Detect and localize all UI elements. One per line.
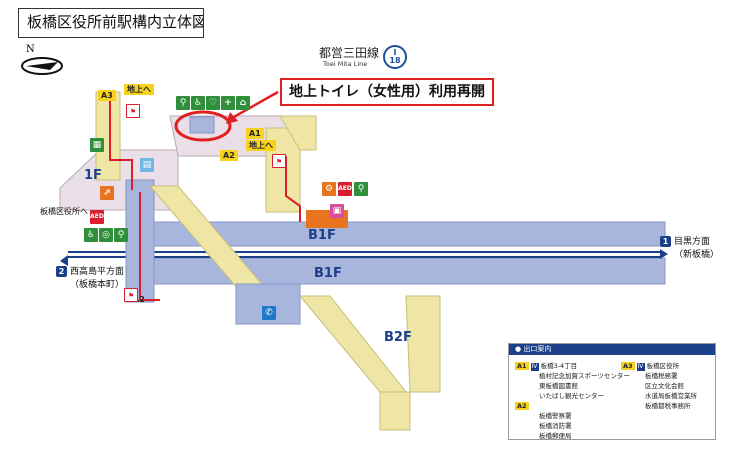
- exit-a1-to-ground: 地上へ: [246, 140, 276, 151]
- direction-meguro-label: 目黒方面: [674, 237, 711, 247]
- toilet-icon-b1: ⚲: [354, 182, 368, 196]
- compass: N: [20, 44, 64, 78]
- b2f-upper-stairs: [405, 295, 441, 393]
- aed-icon-b1: AED: [338, 182, 352, 196]
- ostomy-icon: +: [221, 96, 235, 110]
- phone-icon: ✆: [262, 306, 276, 320]
- accessible-route-a1: [285, 156, 301, 222]
- ward-office-direction: 板橋区役所へ: [40, 207, 88, 216]
- legend-header: ● 出口案内: [509, 344, 715, 355]
- a3-stairs: [95, 91, 121, 181]
- north-label: N: [26, 44, 35, 55]
- station-number: 18: [389, 56, 401, 65]
- legend-a3-num: Ⅳ: [636, 363, 645, 371]
- direction-shin-itabashi: （新板橋）: [674, 250, 720, 260]
- exit-a3-label: A3: [98, 90, 116, 101]
- arrow-right: [660, 249, 668, 259]
- direction-number-2: 2: [56, 266, 67, 277]
- legend-a3-item-2: 区立文化会館: [645, 382, 684, 390]
- line-letter: I: [393, 48, 397, 57]
- ticket-icon: ▣: [330, 204, 344, 218]
- legend-a2-item-0: 板橋警察署: [539, 412, 572, 420]
- arrow-left: [60, 255, 68, 266]
- elevator-icon-left: ▤: [140, 158, 154, 172]
- legend-a1-item-3: いたばし観光センター: [539, 392, 604, 400]
- wheelchair-icon-b1: ♿: [84, 228, 98, 242]
- exit-a2-label-lower: A2: [133, 295, 145, 304]
- legend-a3-item-0: 板橋区役所: [646, 362, 680, 370]
- exit-icon: ▦: [90, 138, 104, 152]
- legend-a3-item-1: 板橋税務署: [645, 372, 678, 380]
- legend-a1-num: Ⅳ: [530, 363, 539, 371]
- line-name: 都営三田線: [319, 46, 380, 60]
- accessible-route-a3: [109, 98, 133, 190]
- legend-a2-item-2: 板橋郵便局: [539, 432, 572, 440]
- page-title: 板橋区役所前駅構内立体図: [18, 8, 204, 38]
- stroller-icon: ◎: [99, 228, 113, 242]
- exit-a2-label-upper: A2: [220, 150, 238, 161]
- notice-pointer: [231, 90, 279, 120]
- notice-pointer-head: [226, 112, 238, 124]
- toilet-highlight-circle: [174, 110, 232, 142]
- legend-a2-tag: A2: [515, 402, 529, 410]
- exit-a3-to-ground: 地上へ: [124, 84, 154, 95]
- line-number-badge: I 18: [383, 45, 407, 69]
- compass-icon: [21, 57, 63, 75]
- legend-a1-tag: A1: [515, 362, 529, 370]
- exit-a1-label: A1: [246, 128, 264, 139]
- direction-number-1: 1: [660, 236, 671, 247]
- escalator-icon: ⇗: [100, 186, 114, 200]
- b1f-lower-landing: [235, 283, 301, 325]
- wheelchair-icon: ♿: [191, 96, 205, 110]
- emergency-icon: ⚑: [124, 288, 138, 302]
- emergency-icon-top: ⚑: [126, 104, 140, 118]
- legend-a1-item-1: 植村記念加賀スポーツセンター: [539, 372, 630, 380]
- line-name-en: Toei Mita Line: [323, 60, 368, 68]
- floor-label-b1f-upper: B1F: [308, 228, 336, 243]
- toilet-icon: ⚲: [176, 96, 190, 110]
- baby-icon: ♡: [206, 96, 220, 110]
- emergency-icon-a1: ⚑: [272, 154, 286, 168]
- direction-itabashi-honcho: （板橋本町）: [70, 280, 125, 290]
- accessible-toilet-icon: ⚲: [114, 228, 128, 242]
- legend-a2-item-1: 板橋消防署: [539, 422, 572, 430]
- b2f-landing: [379, 391, 411, 431]
- legend-a3-tag: A3: [621, 362, 635, 370]
- aed-icon: AED: [90, 210, 104, 224]
- legend-a3-item-3: 水道局板橋営業所: [645, 392, 697, 400]
- legend-a1-item-2: 東板橋図書館: [539, 382, 578, 390]
- legend-a2-row: A2: [515, 402, 531, 410]
- station-office-icon: ⚙: [322, 182, 336, 196]
- a1-upper-stairs: [279, 115, 317, 151]
- toilet-reopen-notice: 地上トイレ（女性用）利用再開: [280, 78, 494, 106]
- direction-nishitakashimadaira-label: 西高島平方面: [70, 267, 125, 277]
- family-icon: ⌂: [236, 96, 250, 110]
- floor-label-b2f: B2F: [384, 330, 412, 345]
- accessible-route-shaft: [139, 192, 160, 301]
- ground-toilet-building: [189, 116, 215, 134]
- legend-a3-item-4: 板橋都税事務所: [645, 402, 691, 410]
- floor-label-1f: 1F: [84, 168, 102, 183]
- legend-a1-item-0: 板橋3-4丁目: [540, 362, 578, 370]
- floor-label-b1f-lower: B1F: [314, 266, 342, 281]
